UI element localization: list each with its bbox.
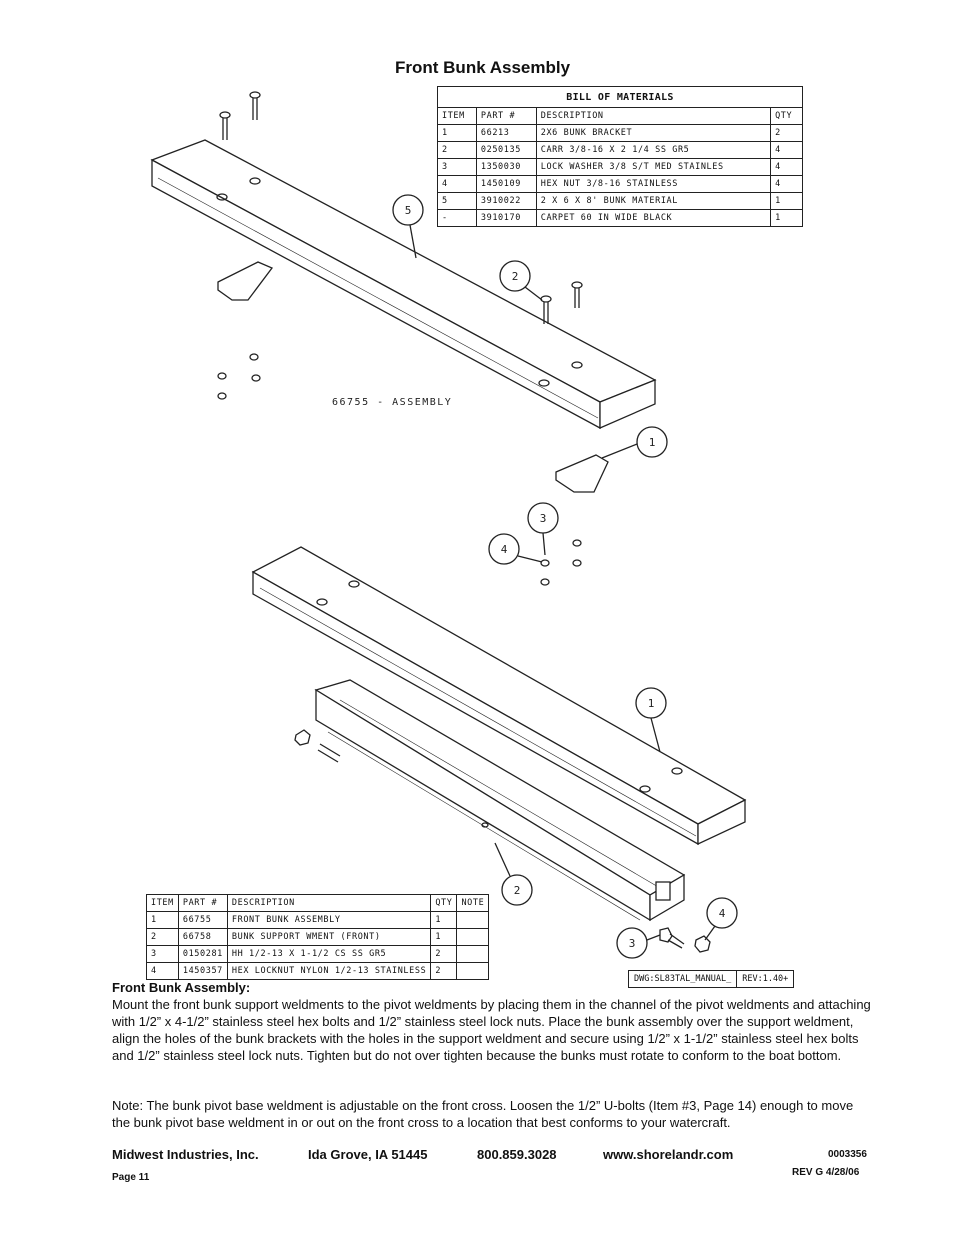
bom-col-part: PART # bbox=[475, 107, 537, 125]
instructions-paragraph: Mount the front bunk support weldments t… bbox=[112, 997, 871, 1063]
callout-3-bottom: 3 bbox=[629, 937, 636, 950]
page-number: Page 11 bbox=[112, 1172, 150, 1183]
parts-col-qty: QTY bbox=[430, 894, 458, 912]
parts-col-description: DESCRIPTION bbox=[226, 894, 432, 912]
callout-4-bottom: 4 bbox=[719, 907, 726, 920]
footer-contact: Midwest Industries, Inc. Ida Grove, IA 5… bbox=[112, 1147, 733, 1162]
footer-website: www.shorelandr.com bbox=[603, 1147, 734, 1162]
bom-col-qty: QTY bbox=[770, 107, 803, 125]
callout-1-bottom: 1 bbox=[648, 697, 655, 710]
page-title: Front Bunk Assembly bbox=[395, 58, 571, 77]
parts-col-item: ITEM bbox=[146, 894, 179, 912]
bill-of-materials-table: BILL OF MATERIALS ITEM PART # DESCRIPTIO… bbox=[437, 86, 803, 227]
callout-4-top: 4 bbox=[501, 543, 508, 556]
callout-2-bottom: 2 bbox=[514, 884, 521, 897]
callout-2-top: 2 bbox=[512, 270, 519, 283]
dwg-revision: REV:1.40+ bbox=[742, 974, 789, 984]
document-number: 0003356 bbox=[828, 1149, 867, 1160]
parts-col-note: NOTE bbox=[456, 894, 490, 912]
footer-phone: 800.859.3028 bbox=[477, 1147, 557, 1162]
bom-col-description: DESCRIPTION bbox=[535, 107, 772, 125]
footer-city: Ida Grove, IA 51445 bbox=[308, 1147, 428, 1162]
note-paragraph: Note: The bunk pivot base weldment is ad… bbox=[112, 1098, 854, 1130]
section-heading: Front Bunk Assembly: bbox=[112, 980, 251, 995]
drawing-title-block: DWG:SL83TAL_MANUAL_ REV:1.40+ bbox=[628, 970, 795, 988]
callout-3-top: 3 bbox=[540, 512, 547, 525]
callout-5: 5 bbox=[405, 204, 412, 217]
footer-company: Midwest Industries, Inc. bbox=[112, 1147, 259, 1162]
revision-label: REV G 4/28/06 bbox=[792, 1167, 860, 1178]
bom-header: BILL OF MATERIALS bbox=[437, 86, 803, 108]
callout-1-top: 1 bbox=[649, 436, 656, 449]
assembly-label: 66755 - ASSEMBLY bbox=[332, 397, 452, 408]
parts-col-part: PART # bbox=[177, 894, 228, 912]
dwg-number: DWG:SL83TAL_MANUAL_ bbox=[629, 971, 738, 987]
bom-col-item: ITEM bbox=[437, 107, 477, 125]
assembly-drawing: 5 2 1 3 4 1 2 3 4 66755 - ASSEMBLY bbox=[150, 91, 747, 959]
